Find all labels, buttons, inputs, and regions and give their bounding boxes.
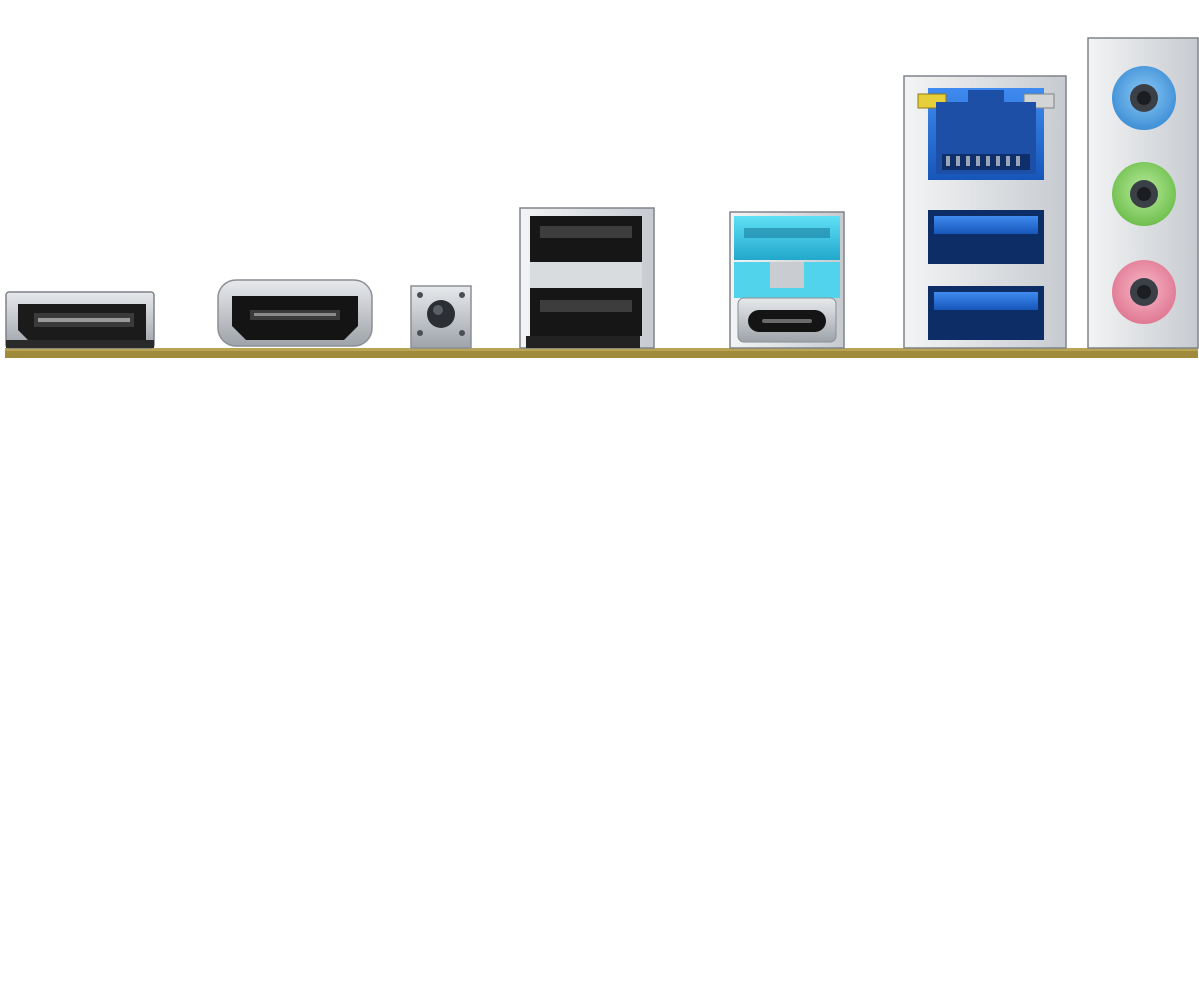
usb-a-stack-icon xyxy=(519,207,655,349)
pcb-edge xyxy=(5,348,1198,358)
hdmi-connector-icon xyxy=(217,279,373,347)
push-button-icon xyxy=(410,285,472,349)
pcb-edge-highlight xyxy=(5,348,1198,351)
displayport-connector-icon xyxy=(5,291,155,349)
audio-jack-stack-icon xyxy=(1087,37,1199,349)
usb-c-and-usb-a-stack-icon xyxy=(729,211,845,349)
rj45-and-usb3-stack-icon xyxy=(903,75,1067,349)
